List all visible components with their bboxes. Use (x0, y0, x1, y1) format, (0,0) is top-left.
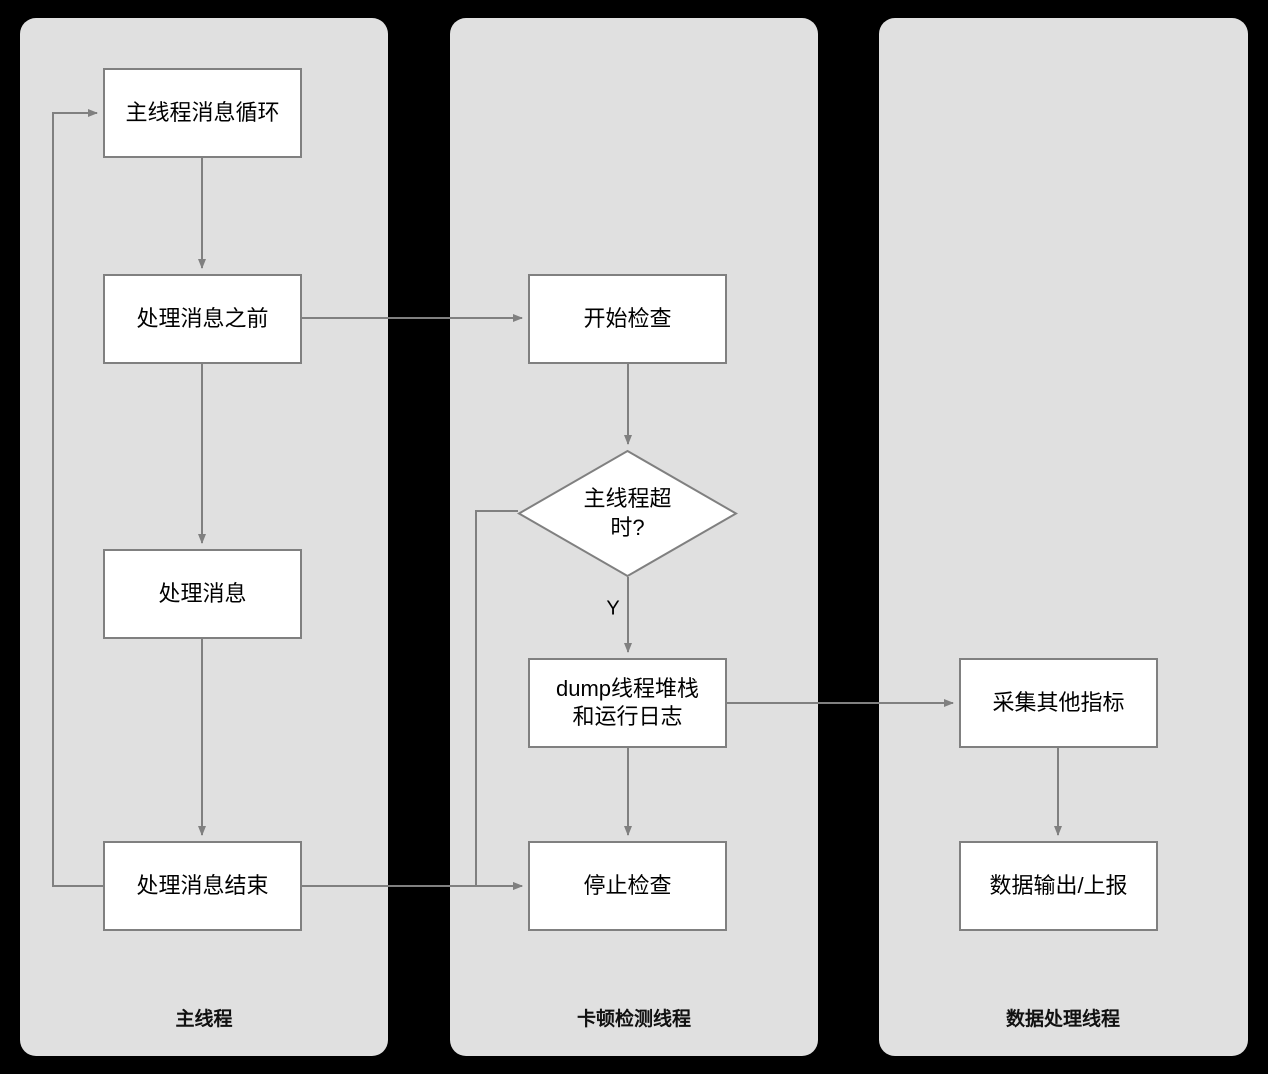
process-node-handle-message[interactable]: 处理消息 (103, 549, 302, 639)
node-label-main-loop: 主线程消息循环 (125, 99, 280, 125)
process-node-start-check[interactable]: 开始检查 (528, 274, 727, 364)
process-node-output-report[interactable]: 数据输出/上报 (959, 841, 1158, 931)
process-node-collect-metrics[interactable]: 采集其他指标 (959, 658, 1158, 748)
decision-node-timeout[interactable]: 主线程超 时? (516, 449, 739, 578)
node-label-handle-message: 处理消息 (158, 580, 247, 606)
node-label-message-end: 处理消息结束 (136, 872, 269, 898)
node-label-start-check: 开始检查 (583, 305, 672, 331)
diamond-shape (516, 449, 739, 578)
process-node-before-message[interactable]: 处理消息之前 (103, 274, 302, 364)
node-label-output-report: 数据输出/上报 (989, 872, 1128, 898)
node-label-dump-stack: dump线程堆栈 和运行日志 (555, 675, 700, 729)
node-label-stop-check: 停止检查 (583, 872, 672, 898)
process-node-main-loop[interactable]: 主线程消息循环 (103, 68, 302, 158)
edge-label-timeout-yes-to-dump: Y (606, 597, 620, 620)
swimlane-label-main-thread: 主线程 (175, 1009, 233, 1030)
swimlane-label-data-process-thread: 数据处理线程 (1005, 1009, 1121, 1030)
process-node-message-end[interactable]: 处理消息结束 (103, 841, 302, 931)
node-label-collect-metrics: 采集其他指标 (992, 689, 1125, 715)
process-node-dump-stack[interactable]: dump线程堆栈 和运行日志 (528, 658, 727, 748)
process-node-stop-check[interactable]: 停止检查 (528, 841, 727, 931)
swimlane-label-stall-detect-thread: 卡顿检测线程 (576, 1009, 692, 1030)
node-label-before-message: 处理消息之前 (136, 305, 269, 331)
